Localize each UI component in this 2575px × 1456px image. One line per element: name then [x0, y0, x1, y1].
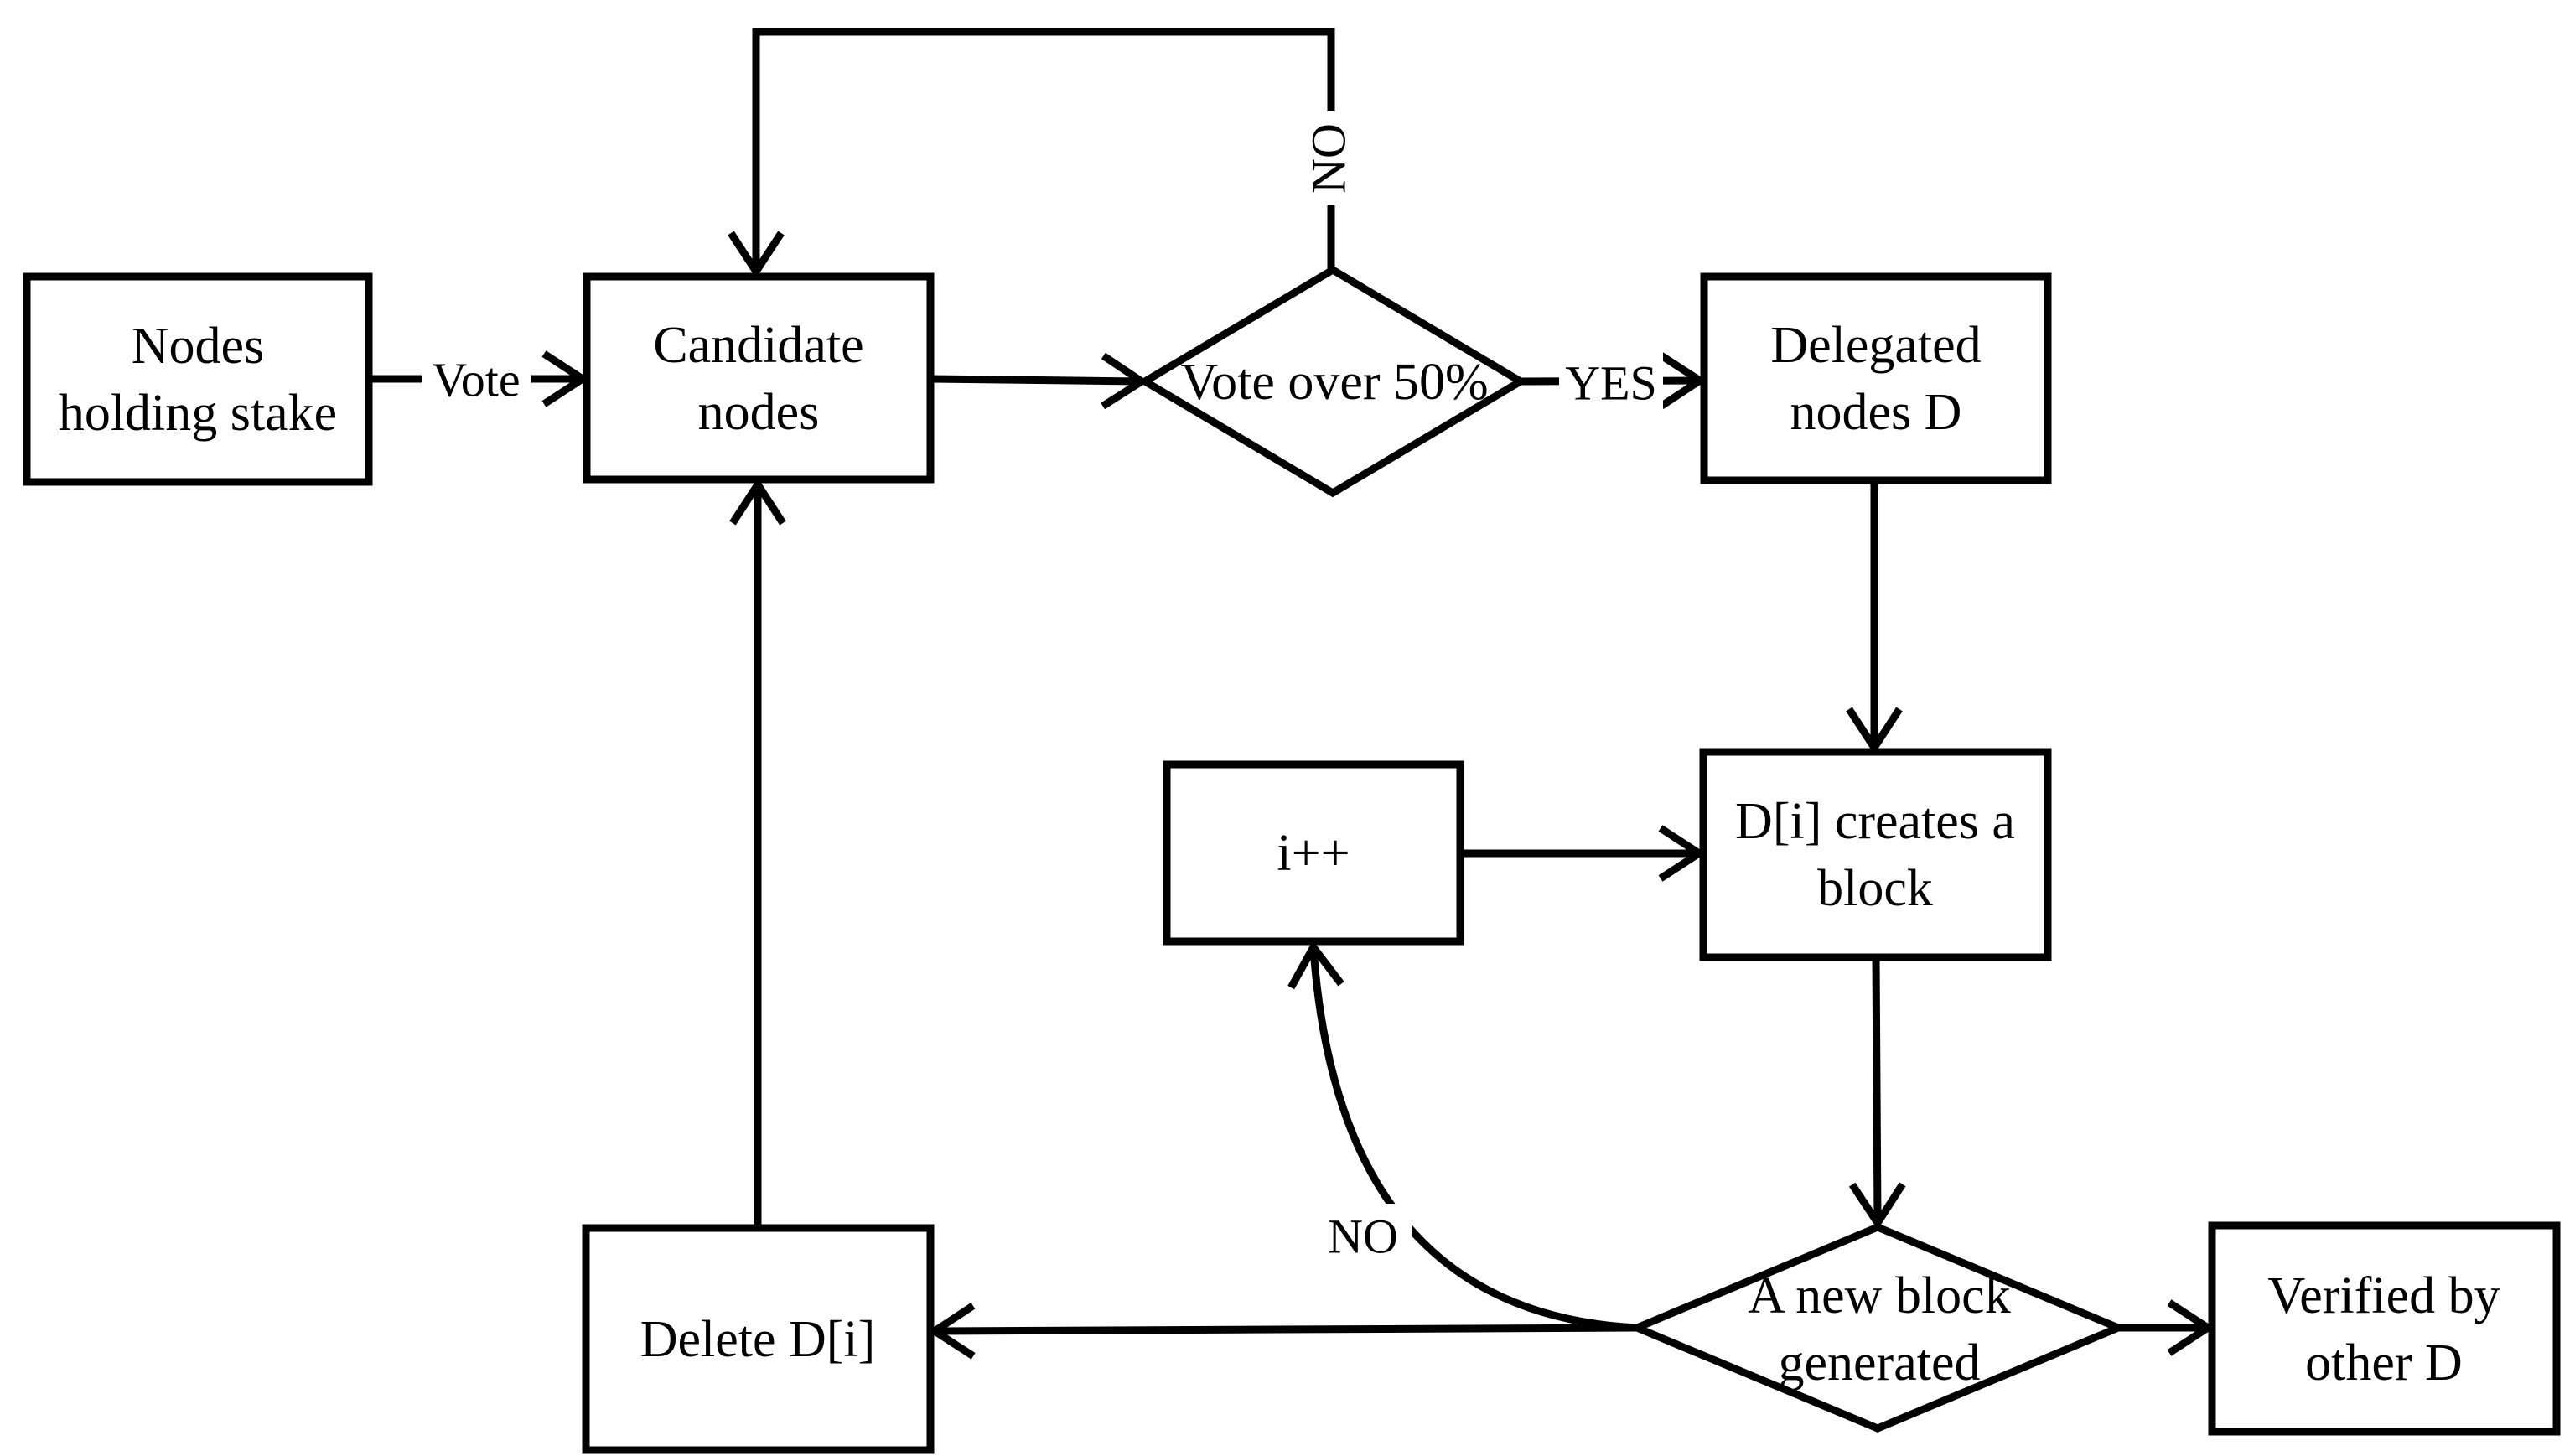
no-curve-label: NO: [1328, 1210, 1398, 1264]
no-top-label: NO: [1302, 123, 1356, 194]
node-label: block: [1817, 860, 1933, 917]
node-label: Verified by: [2267, 1267, 2500, 1324]
node-nodes-holding-stake: Nodes holding stake: [23, 272, 373, 486]
node-label: Candidate: [653, 317, 863, 374]
vote-label-bg: [422, 348, 531, 410]
no-curve-label-bg: [1313, 1204, 1412, 1267]
edge-no-curve-to-ipp: [1288, 940, 1638, 1332]
node-delegated-nodes-d: Delegated nodes D: [1700, 272, 2052, 484]
node-vote-over-50-decision: Vote over 50%: [1137, 265, 1528, 498]
nodes: Nodes holding stake Candidate nodes Vote…: [23, 265, 2561, 1454]
node-verified-by-other-d: Verified by other D: [2208, 1221, 2561, 1436]
edge-labels: Vote YES NO NO: [422, 111, 1663, 1267]
node-label: Nodes: [132, 318, 264, 375]
edge-creates-to-generated: [1848, 956, 1906, 1231]
yes-label: YES: [1565, 356, 1657, 411]
no-top-label-bg: [1299, 111, 1358, 205]
node-delete-di: Delete D[i]: [582, 1224, 935, 1454]
yes-label-bg: [1559, 352, 1663, 412]
node-label: generated: [1779, 1334, 1981, 1391]
edge-candidate-to-vote-decision: [930, 352, 1149, 410]
node-label: i++: [1277, 825, 1350, 882]
node-label: nodes D: [1790, 384, 1962, 441]
node-label: D[i] creates a: [1735, 793, 2015, 850]
edge-no-loop-top: [728, 28, 1335, 279]
node-label: Delegated: [1770, 317, 1981, 374]
edges: [369, 28, 2215, 1360]
vote-label: Vote: [432, 353, 520, 407]
node-label: Vote over 50%: [1180, 354, 1488, 411]
edge-generated-to-delete: [927, 1303, 1638, 1360]
node-label: A new block: [1748, 1267, 2010, 1324]
node-candidate-nodes: Candidate nodes: [583, 272, 935, 484]
node-label: Delete D[i]: [640, 1311, 876, 1368]
node-di-creates-block: D[i] creates a block: [1699, 748, 2052, 961]
node-label: nodes: [698, 384, 820, 441]
node-i-plus-plus: i++: [1163, 760, 1464, 946]
node-label: other D: [2305, 1334, 2463, 1391]
node-label: holding stake: [59, 385, 337, 442]
node-new-block-generated-decision: A new block generated: [1627, 1223, 2128, 1433]
